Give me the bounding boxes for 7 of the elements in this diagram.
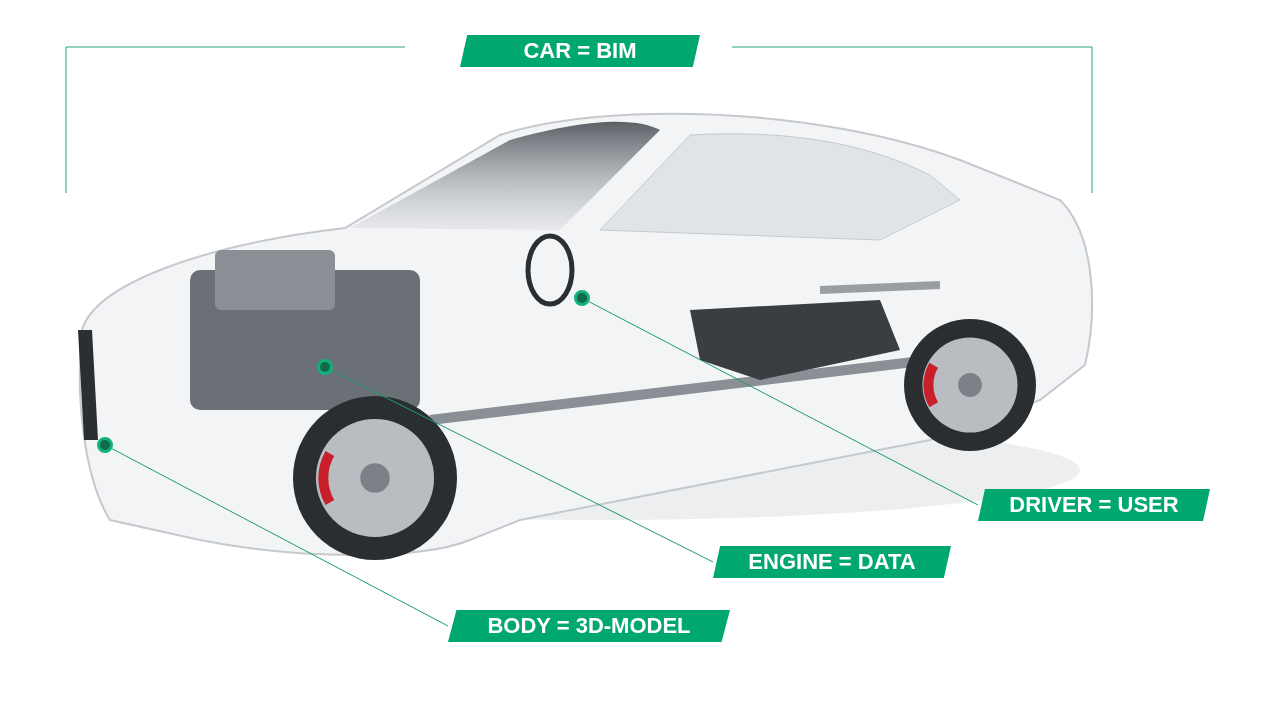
leader-line bbox=[111, 448, 449, 627]
leader-line bbox=[331, 370, 714, 563]
label-banner: DRIVER = USER bbox=[978, 489, 1210, 521]
leader-line bbox=[588, 301, 979, 506]
label-banner: BODY = 3D-MODEL bbox=[448, 610, 730, 642]
label-banner: ENGINE = DATA bbox=[713, 546, 951, 578]
title-banner: CAR = BIM bbox=[460, 35, 700, 67]
